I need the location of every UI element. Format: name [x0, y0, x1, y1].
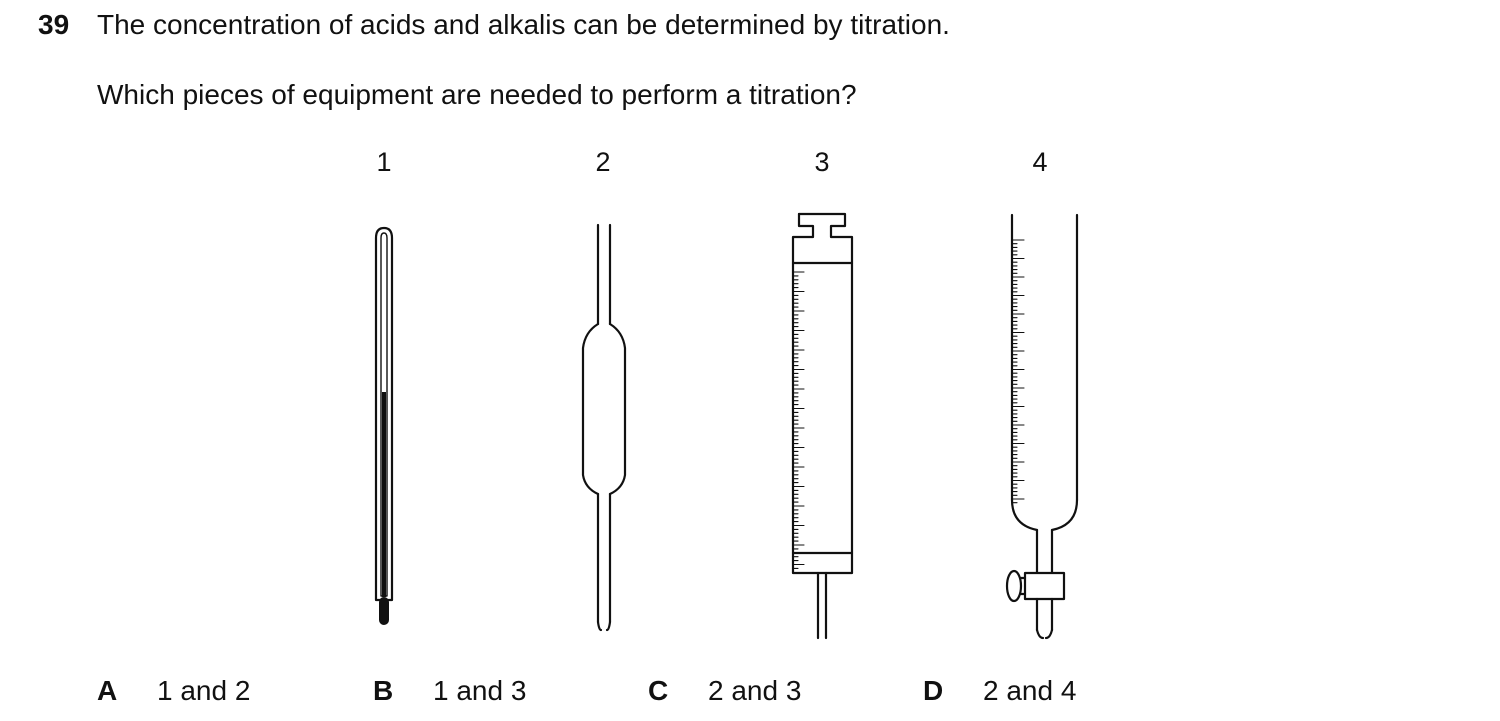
- option-d-letter: D: [923, 675, 944, 706]
- question-stem: The concentration of acids and alkalis c…: [97, 9, 950, 40]
- question-number: 39: [38, 9, 70, 40]
- equipment-label-3: 3: [814, 147, 830, 177]
- option-c-text: 2 and 3: [708, 675, 802, 706]
- question-prompt: Which pieces of equipment are needed to …: [97, 79, 857, 110]
- option-b-text: 1 and 3: [433, 675, 527, 706]
- thermometer-drawing: [374, 226, 394, 625]
- pipette-drawing: [581, 223, 627, 632]
- option-b-letter: B: [373, 675, 394, 706]
- equipment-label-4: 4: [1032, 147, 1048, 177]
- option-d-text: 2 and 4: [983, 675, 1077, 706]
- option-a-letter: A: [97, 675, 118, 706]
- option-c-letter: C: [648, 675, 669, 706]
- burette-drawing: [1005, 213, 1079, 640]
- equipment-label-2: 2: [595, 147, 611, 177]
- syringe-drawing: [791, 212, 854, 640]
- equipment-label-1: 1: [376, 147, 392, 177]
- option-a-text: 1 and 2: [157, 675, 251, 706]
